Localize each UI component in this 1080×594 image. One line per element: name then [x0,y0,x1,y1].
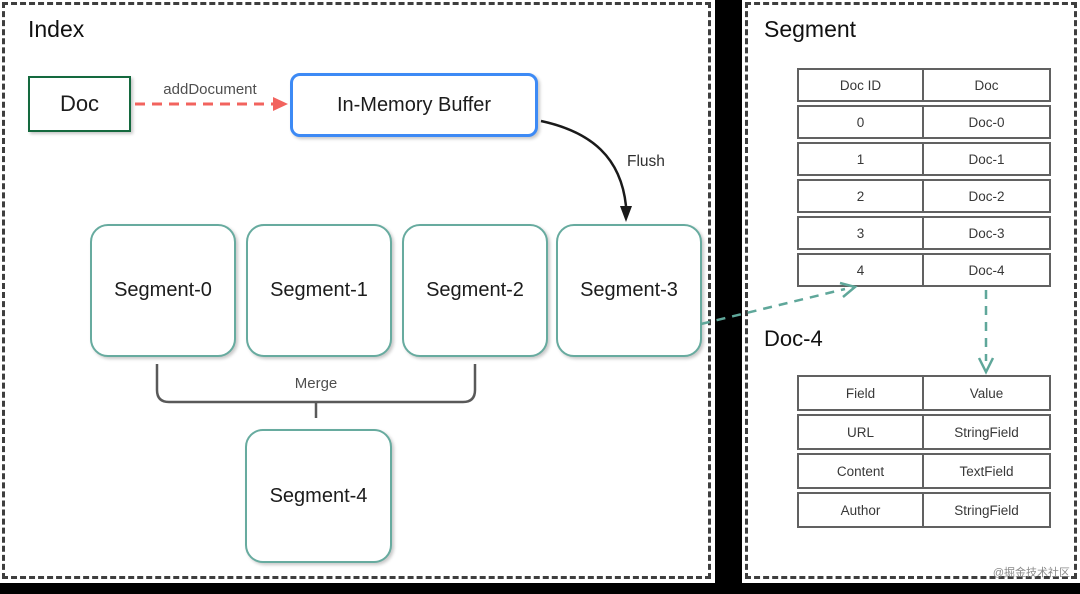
add-document-label: addDocument [163,81,257,98]
flush-label: Flush [627,153,665,170]
table-cell: Doc [924,68,1051,102]
panel-divider [715,0,742,583]
segment-panel-title: Segment [764,16,857,42]
table-cell: 4 [797,253,924,287]
segment-4-node: Segment-4 [245,429,392,563]
merge-label: Merge [294,375,338,392]
table-row: 3 Doc-3 [797,216,1051,250]
table-cell: Doc-3 [924,216,1051,250]
table-cell: 0 [797,105,924,139]
table-cell: Doc-1 [924,142,1051,176]
field-table: Field Value URL StringField Content Text… [797,375,1051,528]
table-row: 1 Doc-1 [797,142,1051,176]
table-cell: Content [797,453,924,489]
segment-2-node: Segment-2 [402,224,548,357]
table-row: 2 Doc-2 [797,179,1051,213]
table-row: URL StringField [797,414,1051,450]
table-cell: StringField [924,414,1051,450]
bottom-bar [0,583,1080,594]
table-cell: Doc-2 [924,179,1051,213]
table-cell: Field [797,375,924,411]
table-row: Author StringField [797,492,1051,528]
watermark: @掘金技术社区 [992,567,1070,579]
table-header-row: Field Value [797,375,1051,411]
table-cell: Doc ID [797,68,924,102]
table-cell: Author [797,492,924,528]
index-panel-title: Index [28,16,85,42]
table-row: 4 Doc-4 [797,253,1051,287]
doc4-title: Doc-4 [764,326,823,351]
table-cell: Doc-4 [924,253,1051,287]
table-cell: 3 [797,216,924,250]
table-cell: 2 [797,179,924,213]
table-cell: URL [797,414,924,450]
table-cell: 1 [797,142,924,176]
segment-1-node: Segment-1 [246,224,392,357]
table-row: Content TextField [797,453,1051,489]
in-memory-buffer-node: In-Memory Buffer [290,73,538,137]
table-cell: TextField [924,453,1051,489]
table-cell: StringField [924,492,1051,528]
table-row: 0 Doc-0 [797,105,1051,139]
doc-table: Doc ID Doc 0 Doc-0 1 Doc-1 2 Doc-2 3 Doc… [797,68,1051,287]
segment-0-node: Segment-0 [90,224,236,357]
table-cell: Doc-0 [924,105,1051,139]
table-header-row: Doc ID Doc [797,68,1051,102]
segment-3-node: Segment-3 [556,224,702,357]
table-cell: Value [924,375,1051,411]
doc-node: Doc [28,76,131,132]
